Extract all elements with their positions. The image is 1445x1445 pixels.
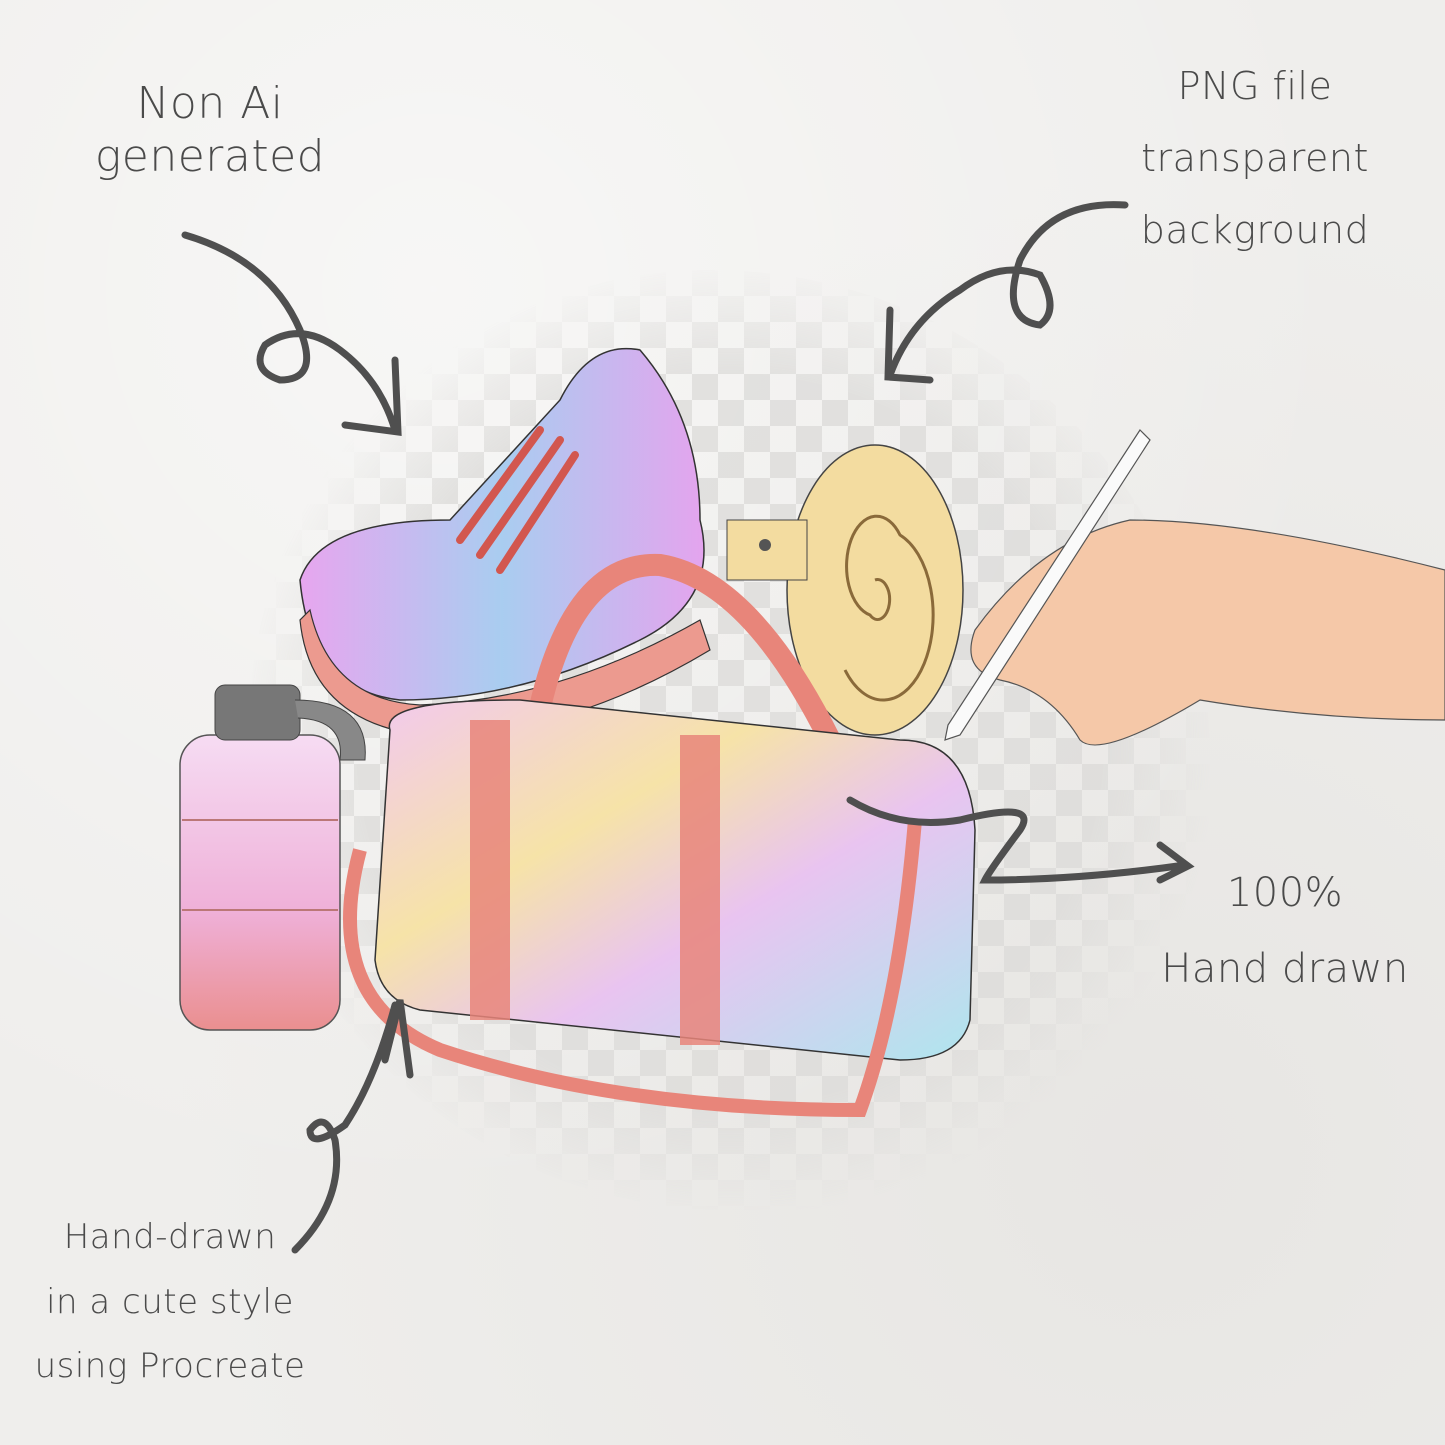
tape-measure — [726, 444, 964, 736]
note-line: Hand drawn — [1161, 946, 1409, 992]
note-line: using Procreate — [34, 1346, 306, 1387]
note-line: 100% — [1226, 870, 1344, 916]
duffel-bag — [343, 553, 976, 1118]
note-line: background — [1140, 208, 1370, 253]
note-line: in a cute style — [46, 1281, 294, 1322]
note-non-ai-generated: Non Ai generated — [90, 78, 330, 184]
note-procreate: Hand-drawn in a cute style using Procrea… — [20, 1205, 320, 1399]
hand-with-stylus — [944, 429, 1445, 746]
sneaker — [299, 347, 711, 736]
note-line: PNG file — [1177, 64, 1333, 108]
note-png-transparent: PNG file transparent background — [1130, 50, 1380, 267]
arrow-png — [884, 201, 1129, 384]
arrow-hand-drawn — [846, 796, 1195, 884]
note-line: Hand-drawn — [63, 1217, 277, 1257]
note-hand-drawn: 100% Hand drawn — [1150, 855, 1420, 1007]
arrow-non-ai — [181, 231, 402, 437]
arrow-procreate — [291, 999, 414, 1254]
note-line: generated — [94, 130, 326, 182]
note-line: transparent — [1141, 136, 1369, 181]
note-line: Non Ai — [136, 78, 284, 129]
annotation-arrows — [181, 201, 1195, 1254]
water-bottle — [179, 684, 366, 1031]
